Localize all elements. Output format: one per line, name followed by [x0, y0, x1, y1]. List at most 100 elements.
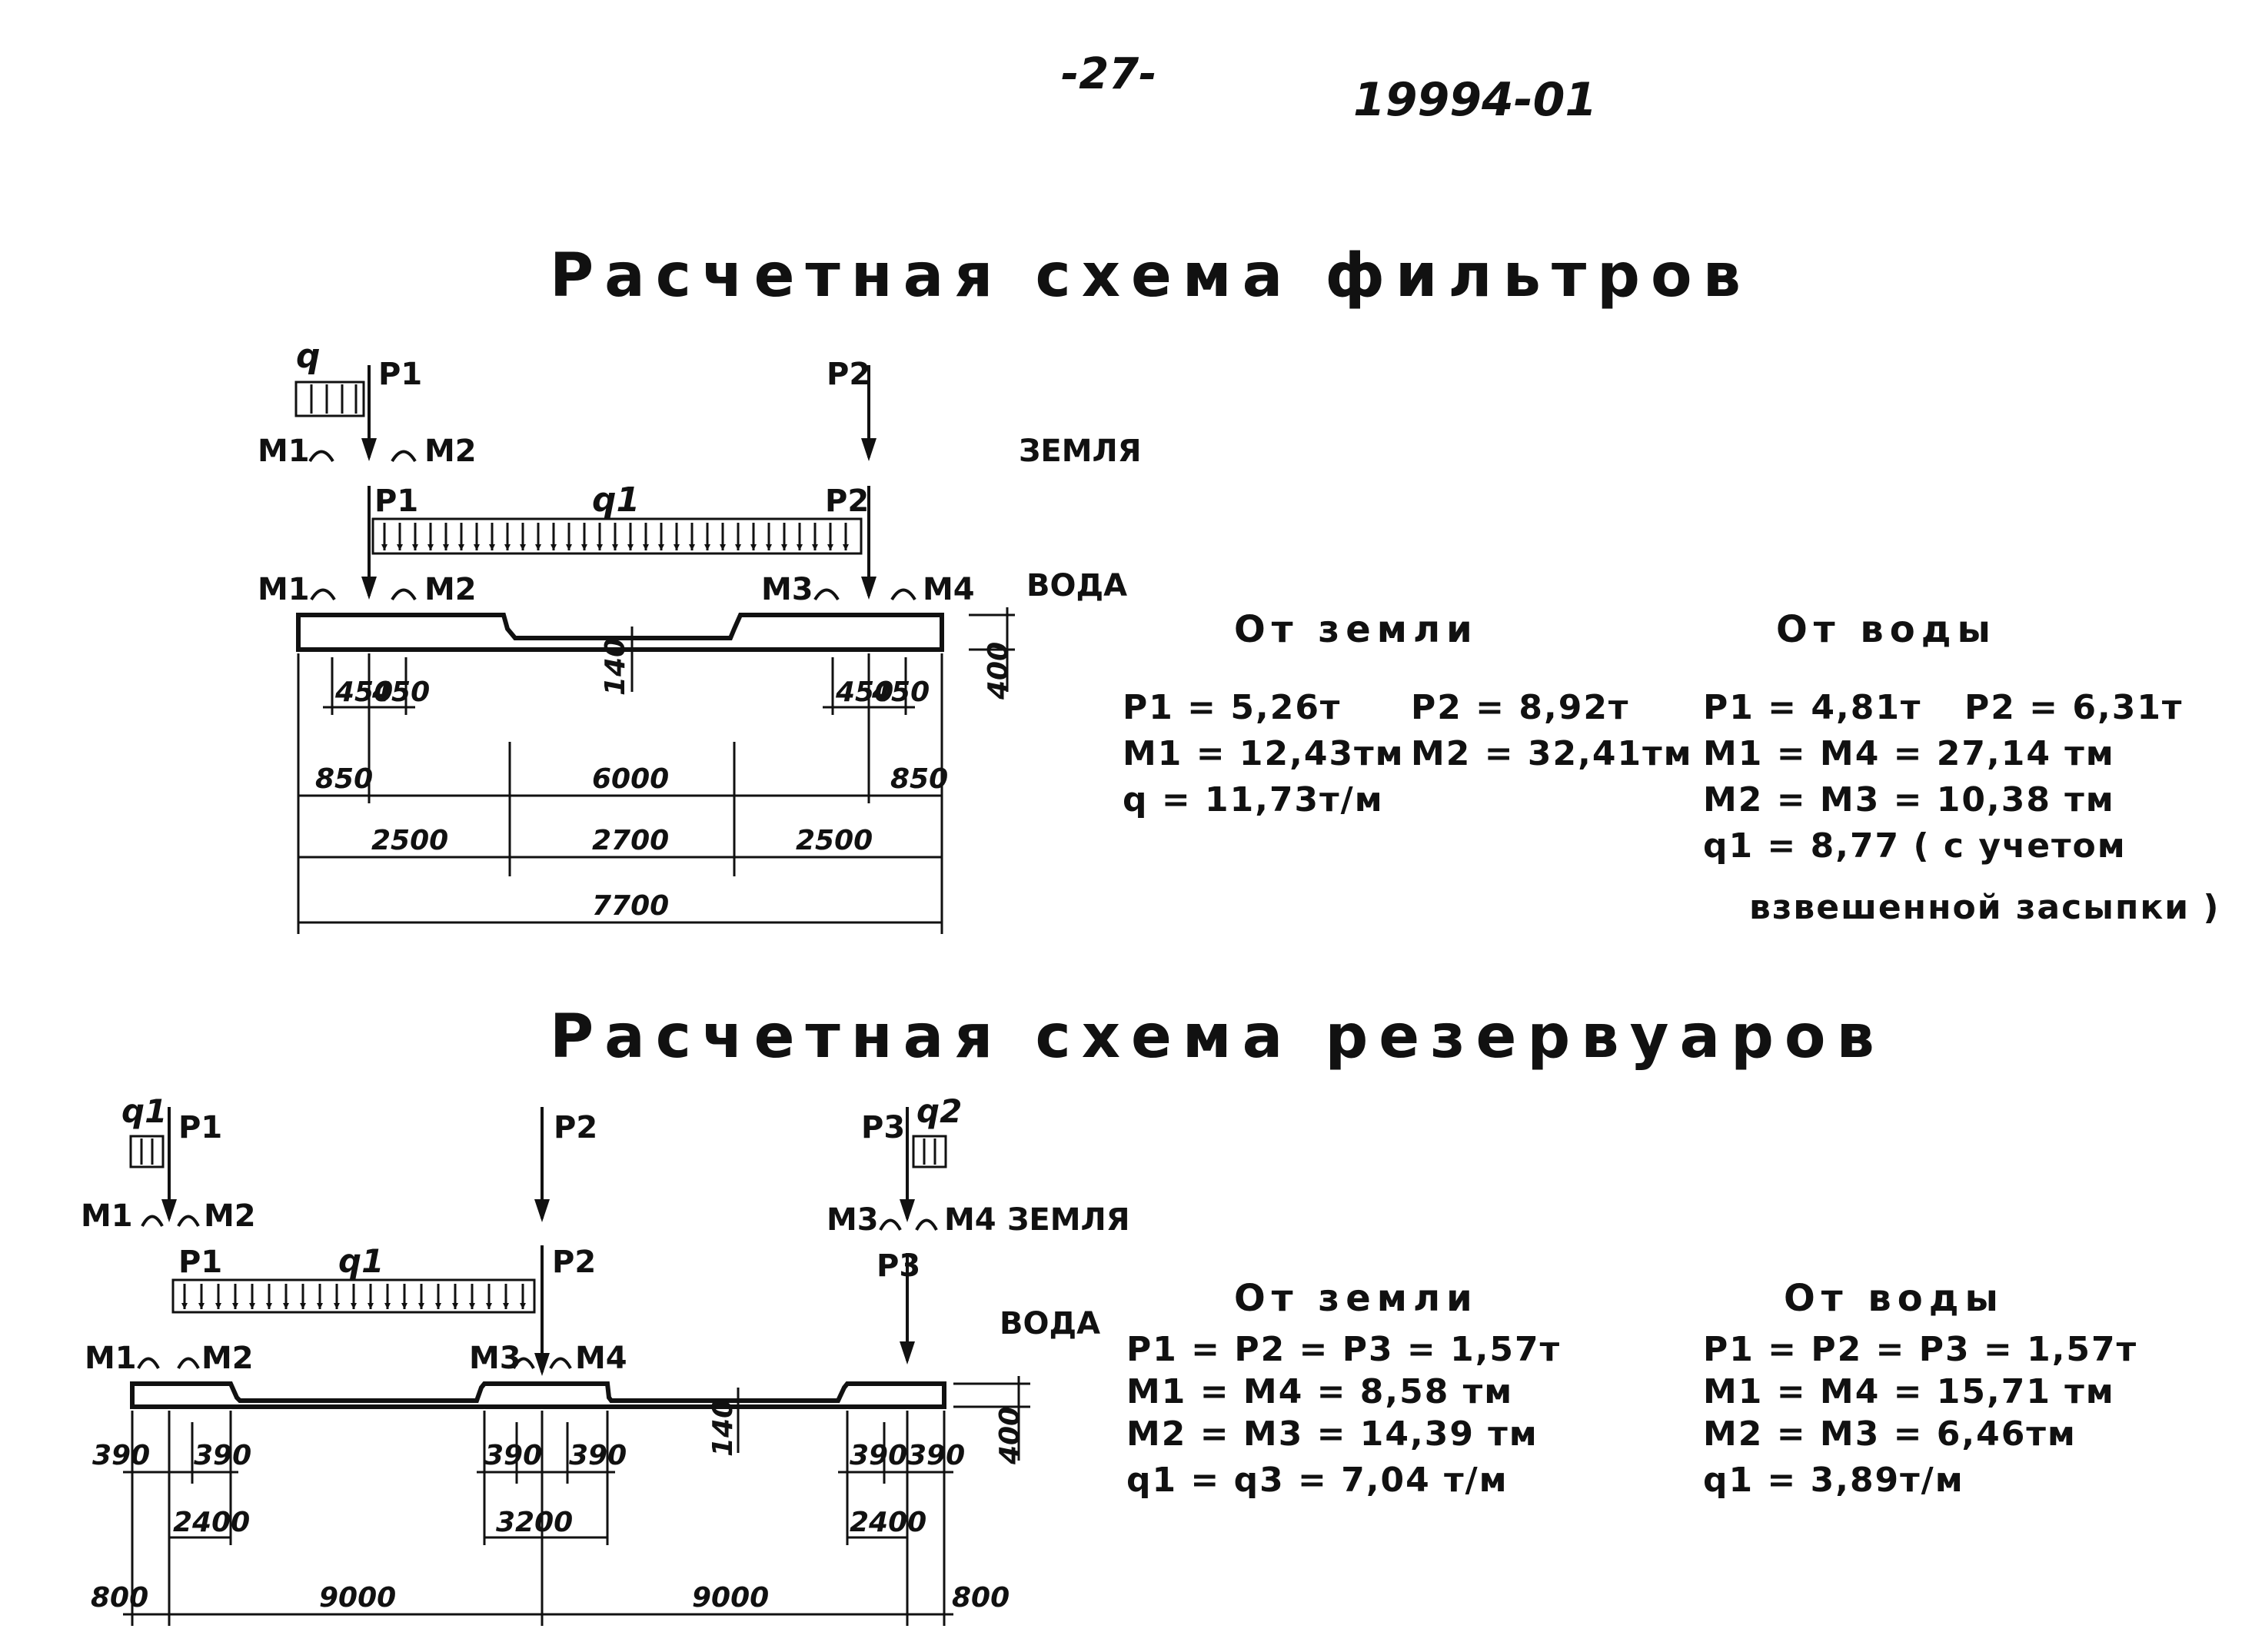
filters-m2-upper-moment-icon: [391, 450, 417, 463]
filters-m3-label: M3: [761, 572, 813, 607]
reservoirs-m3-lower-label: M3: [469, 1341, 521, 1376]
load-tick-arrowhead: [520, 1303, 526, 1309]
load-tick-arrowhead: [843, 544, 849, 550]
filters-soil-line-3: q = 11,73т/м: [1123, 780, 1384, 819]
load-tick-arrowhead: [720, 544, 726, 550]
load-tick-arrowhead: [397, 544, 403, 550]
filters-water-line-3: M2 = M3 = 10,38 тм: [1703, 780, 2115, 819]
load-tick-arrowhead: [674, 544, 680, 550]
load-tick-arrowhead: [458, 544, 464, 550]
load-tick-arrowhead: [317, 1303, 323, 1309]
filters-soil-line-2b: M2 = 32,41тм: [1411, 734, 1693, 773]
load-tick-arrowhead: [198, 1303, 205, 1309]
reservoirs-dim-390-e: 390: [850, 1440, 907, 1471]
filters-water-label: ВОДА: [1026, 568, 1127, 603]
reservoirs-soil-line-2: M1 = M4 = 8,58 тм: [1126, 1372, 1513, 1411]
reservoirs-from-water-title: От воды: [1784, 1277, 2004, 1320]
reservoirs-dim-9000-b: 9000: [692, 1582, 769, 1614]
load-tick-arrowhead: [797, 544, 803, 550]
reservoirs-dim-2400-a: 2400: [173, 1507, 250, 1538]
filters-p1-lower-label: P1: [374, 484, 418, 519]
reservoirs-dim-140: 140: [707, 1399, 739, 1457]
reservoirs-m4-upper-label: M4: [944, 1202, 996, 1238]
load-tick-arrowhead: [551, 544, 557, 550]
load-tick-arrowhead: [781, 544, 787, 550]
reservoirs-q2-label: q2: [916, 1092, 962, 1130]
reservoirs-p3-upper-label: P3: [861, 1110, 905, 1145]
reservoirs-q1-distributed-load: [171, 1278, 536, 1314]
load-tick-arrowhead: [643, 544, 649, 550]
load-tick-arrowhead: [766, 544, 772, 550]
reservoirs-soil-label: ЗЕМЛЯ: [1007, 1202, 1130, 1238]
load-tick-arrowhead: [418, 1303, 424, 1309]
reservoirs-m2-upper-label: M2: [204, 1198, 256, 1234]
filters-soil-line-1b: P2 = 8,92т: [1411, 688, 1629, 727]
load-tick-arrowhead: [266, 1303, 272, 1309]
reservoirs-dim-390-b: 390: [194, 1440, 251, 1471]
reservoirs-water-line-4: q1 = 3,89т/м: [1703, 1461, 1964, 1500]
load-tick-arrowhead: [812, 544, 818, 550]
reservoirs-soil-line-1: P1 = P2 = P3 = 1,57т: [1126, 1330, 1561, 1369]
filters-from-soil-title: От земли: [1234, 608, 1479, 651]
filters-water-line-5: взвешенной засыпки ): [1749, 888, 2220, 927]
reservoirs-m2-lower-moment-icon: [177, 1357, 200, 1369]
filters-q1-label: q1: [592, 480, 640, 520]
filters-soil-line-1: P1 = 5,26т: [1123, 688, 1341, 727]
reservoirs-dim-9000-a: 9000: [319, 1582, 396, 1614]
reservoirs-dim-800-a: 800: [91, 1582, 148, 1614]
filters-dim-6000: 6000: [592, 763, 669, 795]
filters-soil-label: ЗЕМЛЯ: [1019, 434, 1142, 469]
page-number: -27-: [1061, 49, 1156, 99]
reservoirs-dim-390-d: 390: [569, 1440, 627, 1471]
reservoirs-m1-upper-moment-icon: [141, 1215, 164, 1227]
load-tick-arrowhead: [283, 1303, 289, 1309]
reservoirs-p1-upper-label: P1: [178, 1110, 222, 1145]
load-tick-arrowhead: [452, 1303, 458, 1309]
reservoirs-title: Расчетная схема резервуаров: [550, 1002, 1885, 1072]
filters-q1-distributed-load: [371, 517, 863, 555]
reservoirs-q1-load-block: [129, 1135, 165, 1168]
reservoirs-section: Расчетная схема резервуаров q1 P1 M1 M2 …: [81, 1002, 2137, 1626]
load-tick-arrowhead: [384, 1303, 391, 1309]
reservoirs-p2-lower-label: P2: [552, 1245, 596, 1280]
filters-water-line-1b: P2 = 6,31т: [1964, 688, 2183, 727]
reservoirs-m4-upper-moment-icon: [915, 1218, 938, 1231]
load-tick-arrowhead: [181, 1303, 188, 1309]
filters-q1-load-ticks: [381, 523, 849, 550]
filters-dim-2500-a: 2500: [371, 825, 448, 856]
load-tick-arrowhead: [566, 544, 572, 550]
load-tick-arrowhead: [368, 1303, 374, 1309]
load-tick-arrowhead: [443, 544, 449, 550]
load-tick-arrowhead: [535, 544, 541, 550]
load-tick-arrowhead: [704, 544, 710, 550]
reservoirs-q1-load-ticks: [181, 1284, 526, 1309]
load-tick-arrowhead: [412, 544, 418, 550]
reservoirs-q1-upper-label: q1: [121, 1092, 167, 1130]
reservoirs-m1-lower-moment-icon: [137, 1357, 160, 1369]
load-tick-arrowhead: [351, 1303, 357, 1309]
filters-dim-7700: 7700: [592, 890, 669, 922]
filters-m1-lower-label: M1: [258, 572, 310, 607]
reservoirs-dim-800-b: 800: [952, 1582, 1010, 1614]
load-tick-arrowhead: [486, 1303, 492, 1309]
filters-m2-lower-moment-icon: [391, 588, 417, 601]
filters-dim-450-b: 450: [371, 676, 430, 708]
load-tick-arrowhead: [232, 1303, 238, 1309]
reservoirs-dim-390-a: 390: [92, 1440, 150, 1471]
reservoirs-dim-390-c: 390: [484, 1440, 542, 1471]
load-tick-arrowhead: [435, 1303, 441, 1309]
load-tick-arrowhead: [520, 544, 526, 550]
load-tick-arrowhead: [427, 544, 434, 550]
reservoirs-m2-lower-label: M2: [201, 1341, 254, 1376]
filters-q-label: q: [296, 337, 321, 376]
filters-water-line-2: M1 = M4 = 27,14 тм: [1703, 734, 2115, 773]
reservoirs-dim-400: 400: [994, 1407, 1026, 1465]
reservoirs-water-line-1: P1 = P2 = P3 = 1,57т: [1703, 1330, 2137, 1369]
filters-section: Расчетная схема фильтров q P1 M1 M2 P2 З…: [258, 241, 2220, 934]
load-tick-arrowhead: [689, 544, 695, 550]
filters-dim-2700: 2700: [592, 825, 669, 856]
load-tick-arrowhead: [249, 1303, 255, 1309]
reservoirs-q2-load-block: [912, 1135, 947, 1168]
document-number: 19994-01: [1353, 73, 1597, 127]
